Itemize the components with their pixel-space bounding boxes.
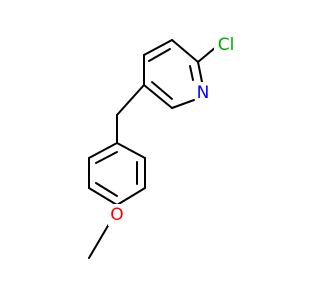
benzene-ring: [88, 142, 146, 206]
atom-label-cl: Cl: [214, 34, 238, 56]
bond-c2-cl: [197, 46, 217, 63]
atom-label-o: O: [108, 204, 126, 226]
bond-c2-c3: [171, 39, 199, 63]
bond-c3-c4: [143, 39, 173, 56]
bond-c6-n1: [171, 99, 195, 109]
chlorine-label: Cl: [218, 35, 235, 55]
nitrogen-label: N: [197, 83, 210, 103]
bond-c5-ch2: [116, 84, 145, 116]
bond-b6-b1: [88, 142, 118, 159]
bond-b4-b5: [88, 187, 118, 206]
bond-n1-c2: [197, 61, 203, 83]
bond-n1-c2-inner: [189, 65, 194, 81]
bond-b1-b2: [116, 142, 146, 159]
oxygen-label: O: [110, 205, 123, 225]
bond-b3-b4: [116, 187, 146, 206]
atom-label-n: N: [195, 82, 211, 104]
bond-b6-b1-inner: [95, 151, 118, 164]
bond-o-ch3: [88, 223, 110, 259]
bond-c3-c4-inner: [148, 48, 171, 62]
bond-c5-c6: [143, 84, 173, 109]
bond-b4-b5-inner: [95, 182, 118, 197]
molecule-diagram: Cl N O: [88, 34, 238, 259]
pyridine-ring: [143, 39, 217, 109]
bond-c5-c6-inner: [151, 81, 173, 100]
